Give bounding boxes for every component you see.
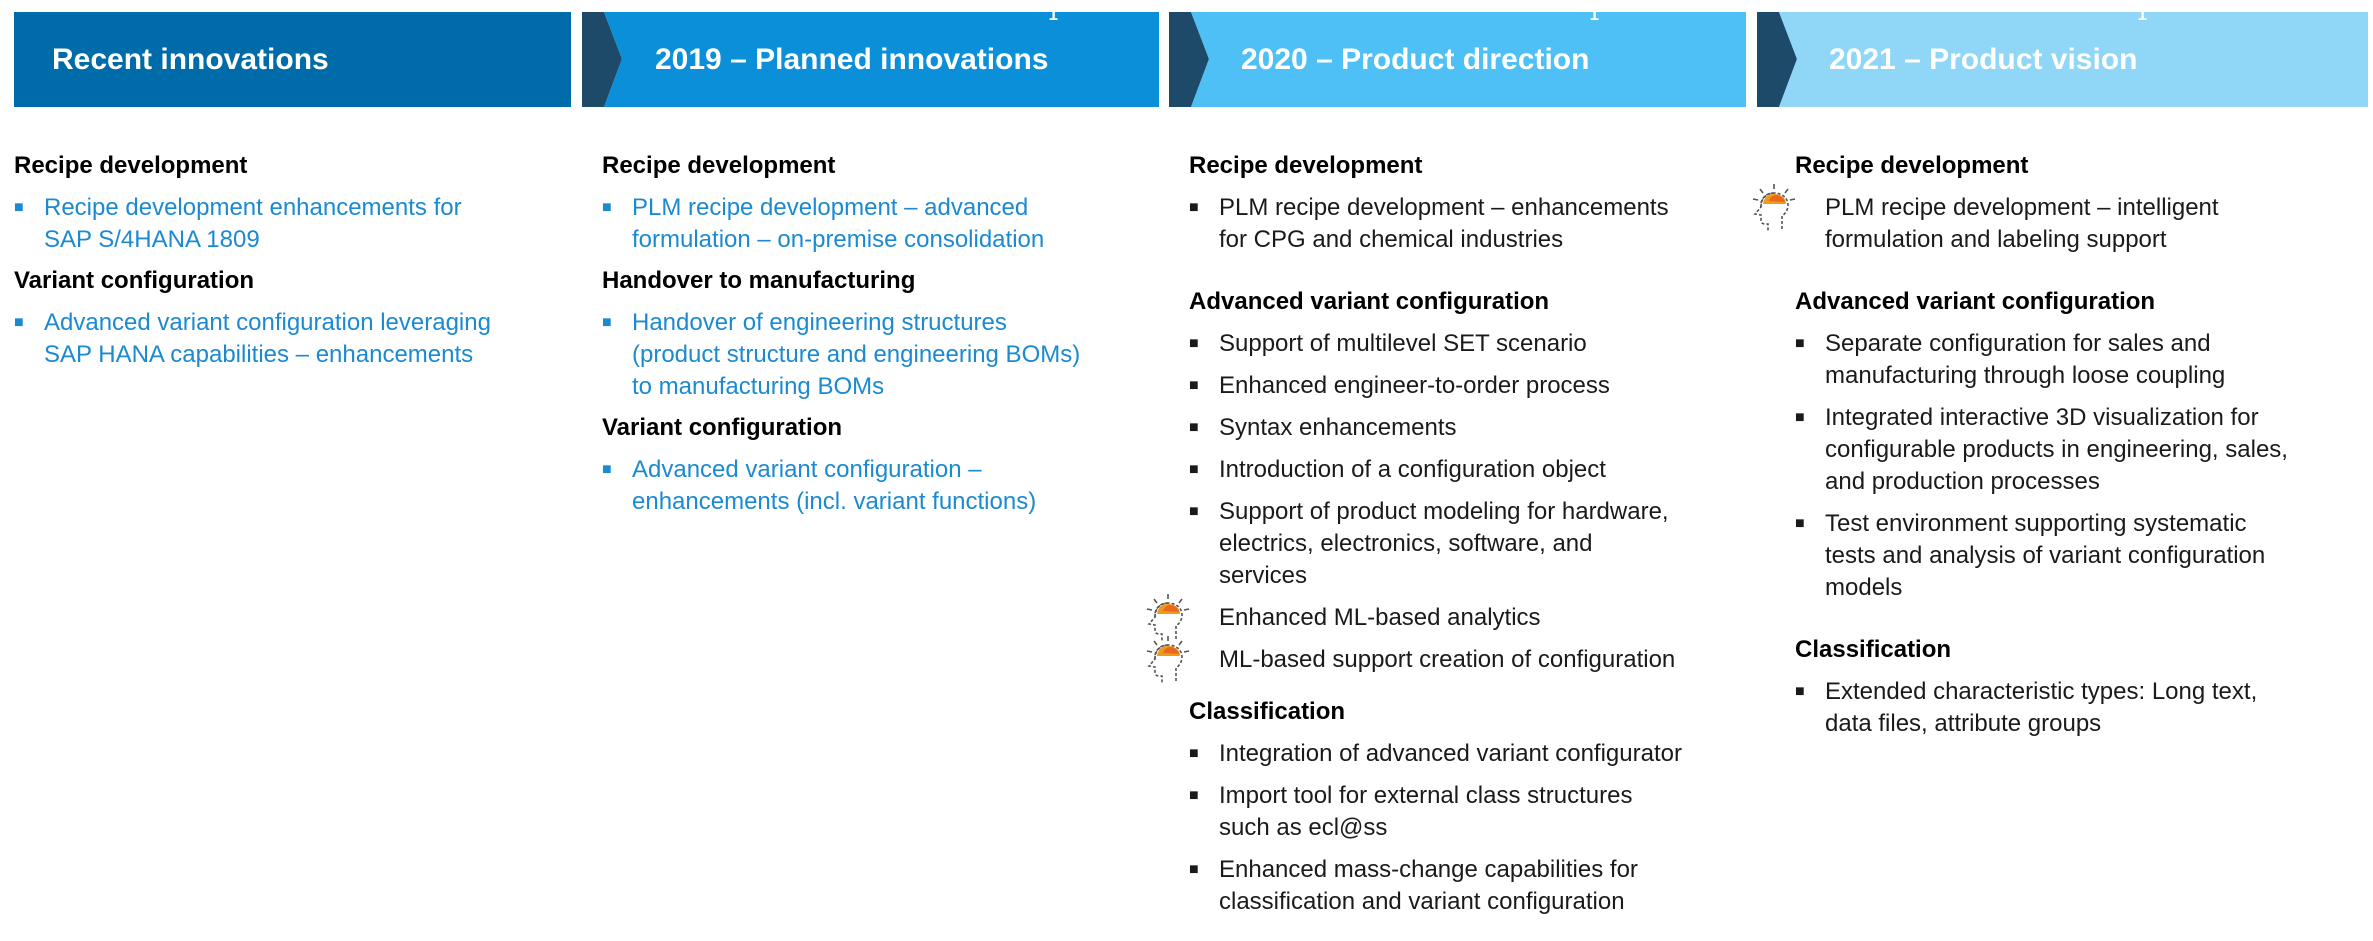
column-2020: Recipe development ■ PLM recipe developm… <box>1146 150 1759 918</box>
bullet-icon: ■ <box>14 199 24 216</box>
bullet-icon: ■ <box>1189 199 1199 216</box>
column-2019: Recipe development ■ PLM recipe developm… <box>602 150 1162 518</box>
section-title-recipe: Recipe development <box>602 152 836 179</box>
bullet-icon: ■ <box>1189 377 1199 394</box>
section-title-variant: Variant configuration <box>14 267 255 294</box>
list-item: ■ Integration of advanced variant config… <box>1189 738 1759 770</box>
section-title-recipe: Recipe development <box>14 152 248 179</box>
list-item: ■ Enhanced mass-change capabilities for … <box>1189 856 1638 915</box>
ml-lightbulb-head-icon <box>1146 636 1190 683</box>
bullet-icon: ■ <box>1189 419 1199 436</box>
bullet-icon: ■ <box>602 199 612 216</box>
bullet-icon: ■ <box>1189 335 1199 352</box>
section-title-variant: Advanced variant configuration <box>1189 288 1550 315</box>
phase-bar-2020 <box>1169 12 1746 107</box>
phase-header-recent: Recent innovations <box>14 12 571 107</box>
section-title-classification: Classification <box>1189 698 1346 725</box>
ml-lightbulb-head-icon <box>1752 184 1796 231</box>
bullet-icon: ■ <box>1189 461 1199 478</box>
ml-list-item: Enhanced ML-based analytics <box>1146 594 1759 641</box>
phase-header-2019: 2019 – Planned innovations1 <box>582 5 1159 107</box>
list-item: ■ Support of multilevel SET scenario <box>1189 328 1759 360</box>
section-title-variant: Variant configuration <box>602 414 843 441</box>
list-item: ■ Enhanced engineer-to-order process <box>1189 370 1759 402</box>
section-title-handover: Handover to manufacturing <box>602 267 916 294</box>
list-item: ■ Syntax enhancements <box>1189 412 1759 444</box>
phase-bar-recent <box>14 12 571 107</box>
phase-title-recent: Recent innovations <box>52 43 329 76</box>
list-item: ■ Advanced variant configuration – enhan… <box>602 456 1037 515</box>
bullet-icon: ■ <box>1189 503 1199 520</box>
phase-title-2020: 2020 – Product direction1 <box>1241 5 1599 76</box>
bullet-icon: ■ <box>1795 683 1805 700</box>
bullet-icon: ■ <box>1189 787 1199 804</box>
list-item: ■ Introduction of a configuration object <box>1189 454 1759 486</box>
section-title-classification: Classification <box>1795 636 1952 663</box>
bullet-icon: ■ <box>602 461 612 478</box>
bullet-icon: ■ <box>14 314 24 331</box>
section-title-recipe: Recipe development <box>1795 152 2029 179</box>
list-item: ■ Support of product modeling for hardwa… <box>1189 498 1669 589</box>
bullet-icon: ■ <box>602 314 612 331</box>
bullet-icon: ■ <box>1795 515 1805 532</box>
column-2021: Recipe development PLM recipe developmen… <box>1752 150 2365 740</box>
section-title-variant: Advanced variant configuration <box>1795 288 2156 315</box>
list-item: ■ Recipe development enhancements for SA… <box>14 194 462 253</box>
phase-title-2019: 2019 – Planned innovations1 <box>655 5 1058 76</box>
list-item: ■ Advanced variant configuration leverag… <box>14 309 491 368</box>
list-item: ■ PLM recipe development – enhancements … <box>1189 194 1669 253</box>
list-item: ■ Extended characteristic types: Long te… <box>1795 678 2258 737</box>
list-item: ■ Separate configuration for sales and m… <box>1795 330 2226 389</box>
list-item: ■ Integrated interactive 3D visualizatio… <box>1795 404 2288 495</box>
phase-bar-2019 <box>582 12 1159 107</box>
ml-lightbulb-head-icon <box>1146 594 1190 641</box>
ml-list-item: ML-based support creation of configurati… <box>1146 636 1759 683</box>
bullet-icon: ■ <box>1189 745 1199 762</box>
phase-header-2021: 2021 – Product vision1 <box>1757 5 2368 107</box>
list-item: ■ PLM recipe development – advanced form… <box>602 194 1045 253</box>
phase-bar-2021 <box>1757 12 2368 107</box>
phase-title-2021: 2021 – Product vision1 <box>1829 5 2147 76</box>
list-item: ■ Handover of engineering structures (pr… <box>602 309 1081 400</box>
section-title-recipe: Recipe development <box>1189 152 1423 179</box>
list-item: ■ Test environment supporting systematic… <box>1795 510 2266 601</box>
column-recent: Recipe development ■ Recipe development … <box>14 150 574 371</box>
ml-list-item: PLM recipe development – intelligent for… <box>1752 184 2365 256</box>
bullet-icon: ■ <box>1189 861 1199 878</box>
bullet-icon: ■ <box>1795 335 1805 352</box>
phase-header-2020: 2020 – Product direction1 <box>1169 5 1746 107</box>
list-item: ■ Import tool for external class structu… <box>1189 782 1633 841</box>
bullet-icon: ■ <box>1795 409 1805 426</box>
